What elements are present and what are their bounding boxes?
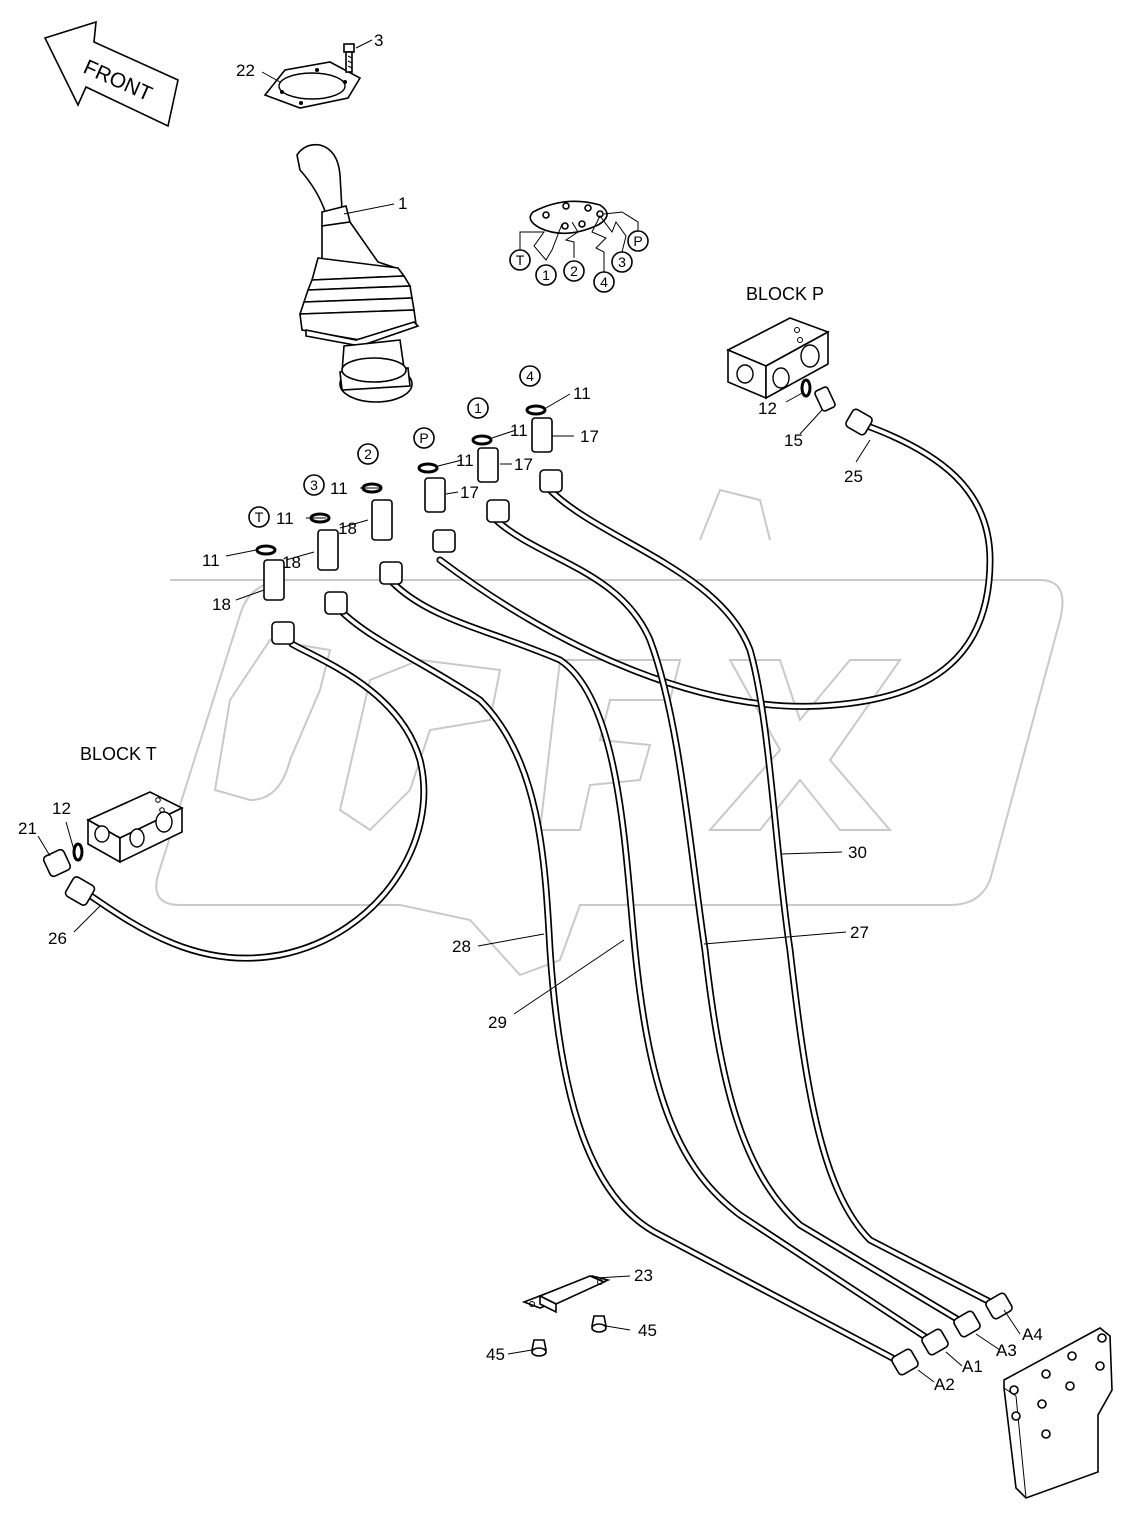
callout-12-block-p: 12 (758, 399, 777, 418)
callout-23: 23 (634, 1266, 653, 1285)
port-label-1: 1 (467, 397, 489, 419)
svg-text:T: T (516, 252, 525, 268)
schematic-port-3: 3 (611, 251, 633, 273)
leader-lines (37, 39, 1021, 1383)
callout-27: 27 (850, 923, 869, 942)
block-t-title: BLOCK T (80, 744, 157, 764)
callout-30: 30 (848, 843, 867, 862)
block-p-title: BLOCK P (746, 284, 824, 304)
callout-18a: 18 (338, 519, 357, 538)
svg-text:4: 4 (526, 368, 534, 384)
callout-11b: 11 (510, 421, 528, 440)
svg-text:3: 3 (310, 477, 318, 493)
callout-11f: 11 (202, 551, 220, 570)
bolt-45-right (591, 1315, 607, 1333)
port-label-3: 3 (303, 474, 325, 496)
bolt-3 (343, 43, 355, 73)
callout-18c: 18 (212, 595, 231, 614)
callout-labels: 3 22 1 11 11 11 11 11 11 17 17 17 18 18 … (18, 31, 869, 1364)
end-label-a1: A1 (962, 1357, 983, 1376)
callout-3: 3 (374, 31, 383, 50)
callout-17c: 17 (460, 483, 479, 502)
callout-28: 28 (452, 937, 471, 956)
hose-27 (492, 516, 966, 1326)
svg-text:2: 2 (364, 446, 372, 462)
hose-29 (388, 578, 934, 1344)
hose-30 (546, 486, 998, 1308)
schematic-port-1: 1 (535, 264, 557, 286)
end-label-a3: A3 (996, 1341, 1017, 1360)
callout-25: 25 (844, 467, 863, 486)
callout-1: 1 (398, 194, 407, 213)
fittings-17 (42, 386, 836, 878)
callout-45-left: 45 (486, 1345, 505, 1364)
port-label-4: 4 (519, 365, 541, 387)
callout-45-right: 45 (638, 1321, 657, 1340)
svg-text:1: 1 (542, 267, 550, 283)
front-arrow: FRONT (43, 20, 179, 128)
valve-bracket (1003, 1327, 1113, 1499)
mounting-gasket (263, 61, 362, 109)
schematic-port-p: P (627, 230, 649, 252)
port-pattern-schematic: T 1 2 4 3 P (509, 200, 649, 293)
end-label-a4: A4 (1022, 1325, 1043, 1344)
callout-21: 21 (18, 819, 37, 838)
svg-text:2: 2 (570, 263, 578, 279)
callout-11e: 11 (276, 509, 294, 528)
callout-22: 22 (236, 61, 255, 80)
hose-end-labels: A4 A3 A1 A2 (934, 1325, 1043, 1394)
callout-18b: 18 (282, 553, 301, 572)
hose-end-nuts (64, 408, 1013, 1376)
callout-15: 15 (784, 431, 803, 450)
block-t (86, 791, 184, 864)
callout-11d: 11 (330, 479, 348, 498)
joystick-lever (296, 143, 420, 403)
schematic-port-4: 4 (593, 271, 615, 293)
port-label-t: T (248, 506, 270, 528)
schematic-port-t: T (509, 249, 531, 271)
callout-11a: 11 (573, 384, 591, 403)
end-label-a2: A2 (934, 1375, 955, 1394)
svg-text:T: T (255, 509, 264, 525)
bolt-45-left (531, 1339, 547, 1357)
callout-26: 26 (48, 929, 67, 948)
svg-text:4: 4 (600, 274, 608, 290)
callout-11c: 11 (456, 451, 474, 470)
port-label-2: 2 (357, 443, 379, 465)
callout-29: 29 (488, 1013, 507, 1032)
hose-28 (336, 606, 904, 1366)
svg-text:1: 1 (474, 400, 482, 416)
fittings-18 (263, 499, 393, 601)
svg-text:P: P (419, 430, 428, 446)
callout-17b: 17 (514, 455, 533, 474)
schematic-port-2: 2 (563, 260, 585, 282)
hose-26 (84, 640, 428, 962)
hose-25 (436, 420, 994, 710)
svg-text:P: P (633, 233, 642, 249)
callout-12-block-t: 12 (52, 799, 71, 818)
block-p (726, 317, 830, 400)
callout-17a: 17 (580, 427, 599, 446)
svg-text:3: 3 (618, 254, 626, 270)
port-label-p: P (413, 427, 435, 449)
hose-clamp (521, 1275, 611, 1314)
